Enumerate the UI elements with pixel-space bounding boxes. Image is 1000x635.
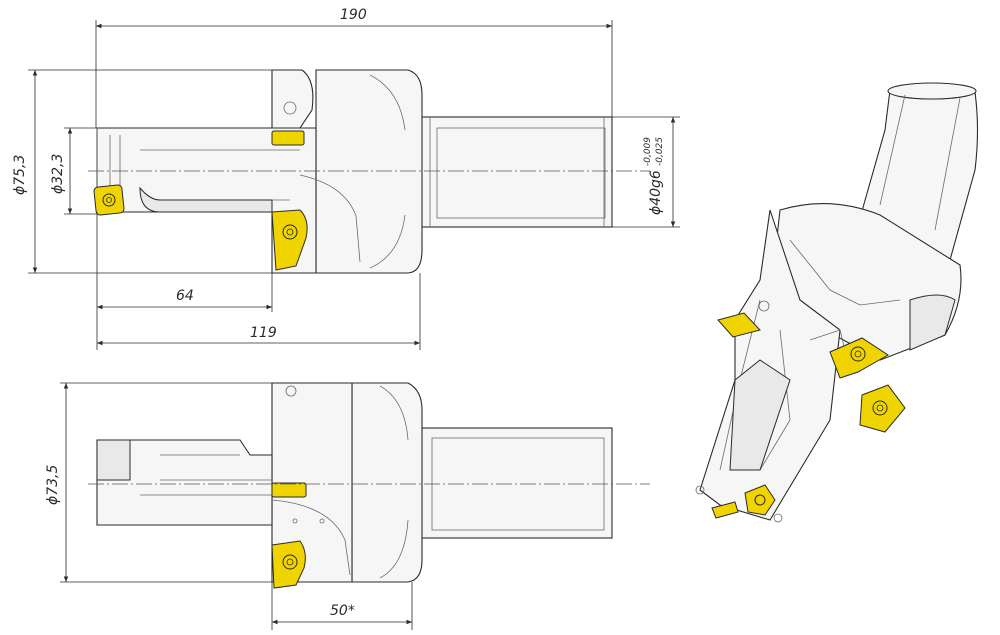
dim-length-insert: 64: [176, 288, 194, 304]
iso-insert-5: [711, 501, 739, 519]
dim-shank-tol-upper: -0,009: [643, 137, 653, 166]
iso-insert-1: [717, 312, 761, 338]
iso-insert-3: [859, 384, 906, 433]
dim-diameter-outer: ϕ75,3: [12, 155, 28, 195]
bottom-shank: [419, 427, 613, 539]
dim-shank-tol-lower: -0,025: [655, 137, 665, 166]
bottom-insert-1: [271, 482, 307, 498]
top-upper-jaw: [271, 69, 314, 129]
top-view: 190 ϕ75,3 ϕ32,3 64 119 ϕ40g6 -0,009 -0,0…: [12, 7, 680, 350]
bottom-main-body: [96, 439, 273, 526]
top-flange: [315, 69, 423, 274]
top-insert-1: [271, 130, 305, 146]
iso-insert-2: [829, 337, 889, 379]
dim-length-body: 119: [250, 325, 277, 341]
isometric-view: [695, 82, 979, 523]
dim-diameter-bottom: ϕ73,5: [45, 465, 61, 506]
dim-diameter-inner: ϕ32,3: [50, 154, 66, 194]
iso-insert-4: [744, 484, 776, 516]
bottom-view: ϕ73,5 50*: [45, 382, 650, 630]
bottom-flange: [351, 382, 423, 583]
dim-shank-diameter: ϕ40g6: [648, 170, 664, 215]
bottom-insert-2: [271, 540, 306, 589]
dim-length-total: 190: [340, 7, 367, 23]
top-insert-3: [271, 209, 308, 271]
top-insert-2: [93, 184, 125, 216]
top-shank: [419, 116, 613, 228]
dim-length-step: 50*: [330, 603, 355, 619]
